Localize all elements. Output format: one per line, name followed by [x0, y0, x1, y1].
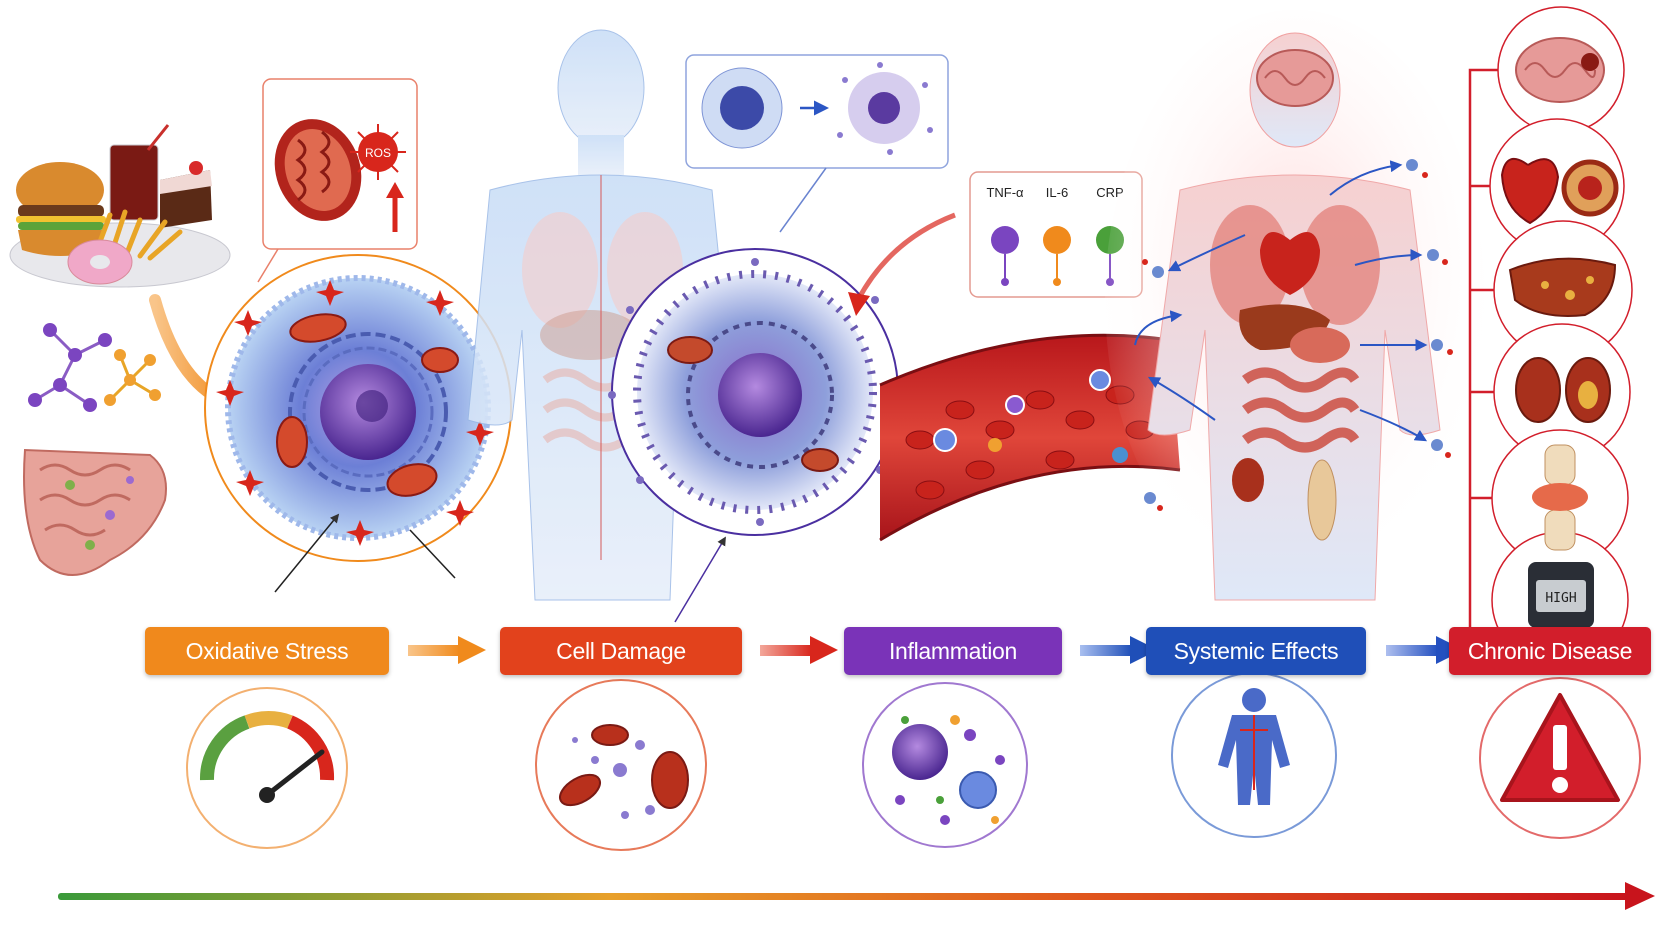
warning-icon [1479, 677, 1641, 839]
inflammation-icon [862, 682, 1028, 848]
inflamed-body-icon [1105, 10, 1485, 601]
ros-label: ROS [365, 146, 391, 160]
systemic-body-icon [1171, 672, 1337, 838]
fragmented-cell-icon [837, 62, 933, 155]
flow-arrows [408, 636, 1464, 664]
ros-burst-icon: ROS [350, 124, 406, 180]
damaged-cell-icon [608, 248, 899, 623]
progression-timeline [58, 882, 1655, 910]
il6-molecule-icon [1043, 226, 1071, 286]
cell-damage-icon [535, 679, 707, 851]
glucose-reading: HIGH [1545, 591, 1576, 606]
glucose-meter-icon: HIGH [1528, 562, 1594, 628]
tnf-molecule-icon [991, 226, 1019, 286]
stage-label-systemic-effects: Systemic Effects [1146, 627, 1366, 675]
stage-label-chronic-disease: Chronic Disease [1449, 627, 1651, 675]
cytokine-label-crp: CRP [1096, 185, 1123, 200]
food-icon [9, 124, 231, 288]
brain-organ-icon [1256, 49, 1334, 107]
cytokine-label-tnf: TNF-α [986, 185, 1024, 200]
ros-particles [216, 280, 494, 546]
molecule-icon [28, 323, 161, 412]
mitochondria-icon [274, 119, 362, 221]
immune-cells [933, 369, 1128, 463]
kidney-icon [1515, 357, 1611, 423]
stressed-cell-icon [204, 254, 512, 593]
disease-column: HIGH [1468, 6, 1633, 669]
cytokine-label-il6: IL-6 [1046, 185, 1068, 200]
intestine-icon [23, 448, 167, 576]
stage-label-inflammation: Inflammation [844, 627, 1062, 675]
blood-vessel-icon [879, 333, 1181, 542]
ros-inset: ROS [257, 78, 418, 283]
heart-icon [1500, 157, 1619, 225]
joint-icon [1532, 444, 1588, 551]
brain-icon [1515, 37, 1605, 103]
cell-transition-inset [685, 54, 949, 233]
stage-label-oxidative-stress: Oxidative Stress [145, 627, 389, 675]
stage-label-cell-damage: Cell Damage [500, 627, 742, 675]
liver-icon [1508, 257, 1617, 317]
healthy-cell-icon [701, 67, 783, 149]
gauge-icon [186, 687, 348, 849]
